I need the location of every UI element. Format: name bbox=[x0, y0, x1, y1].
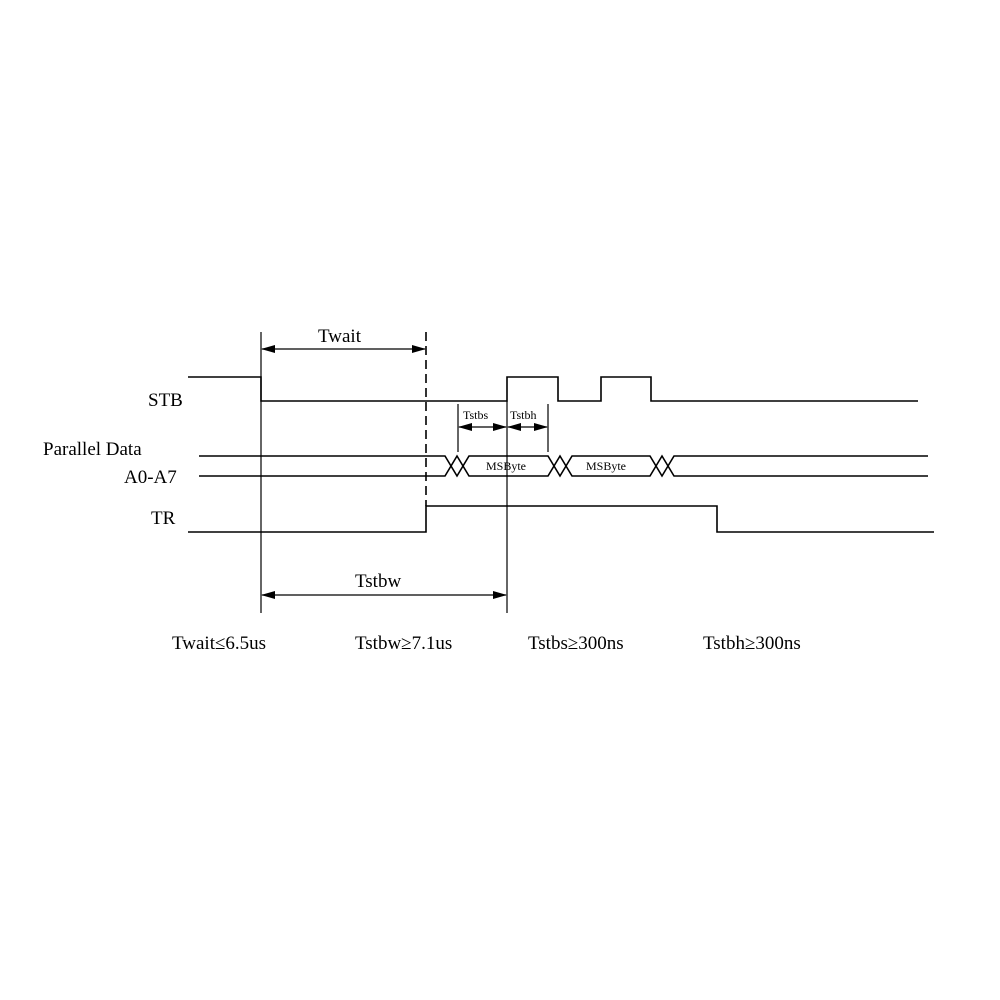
signal-label-parallel-data: Parallel Data bbox=[43, 439, 142, 460]
twait-label: Twait bbox=[318, 326, 362, 347]
signal-label-stb: STB bbox=[148, 390, 183, 411]
data-bus bbox=[199, 454, 928, 478]
note-twait: Twait≤6.5us bbox=[172, 633, 266, 654]
tstbh-label: Tstbh bbox=[510, 408, 537, 422]
tr-waveform bbox=[188, 505, 934, 533]
signal-label-tr: TR bbox=[151, 508, 176, 529]
data-cell-msbyte-1: MSByte bbox=[486, 459, 526, 473]
data-cell-msbyte-2: MSByte bbox=[586, 459, 626, 473]
tstbw-label: Tstbw bbox=[355, 571, 401, 592]
note-tstbw: Tstbw≥7.1us bbox=[355, 633, 452, 654]
tstbs-label: Tstbs bbox=[463, 408, 488, 422]
signal-label-a0-a7: A0-A7 bbox=[124, 467, 177, 488]
note-tstbh: Tstbh≥300ns bbox=[703, 633, 801, 654]
stb-waveform bbox=[188, 376, 918, 402]
note-tstbs: Tstbs≥300ns bbox=[528, 633, 624, 654]
